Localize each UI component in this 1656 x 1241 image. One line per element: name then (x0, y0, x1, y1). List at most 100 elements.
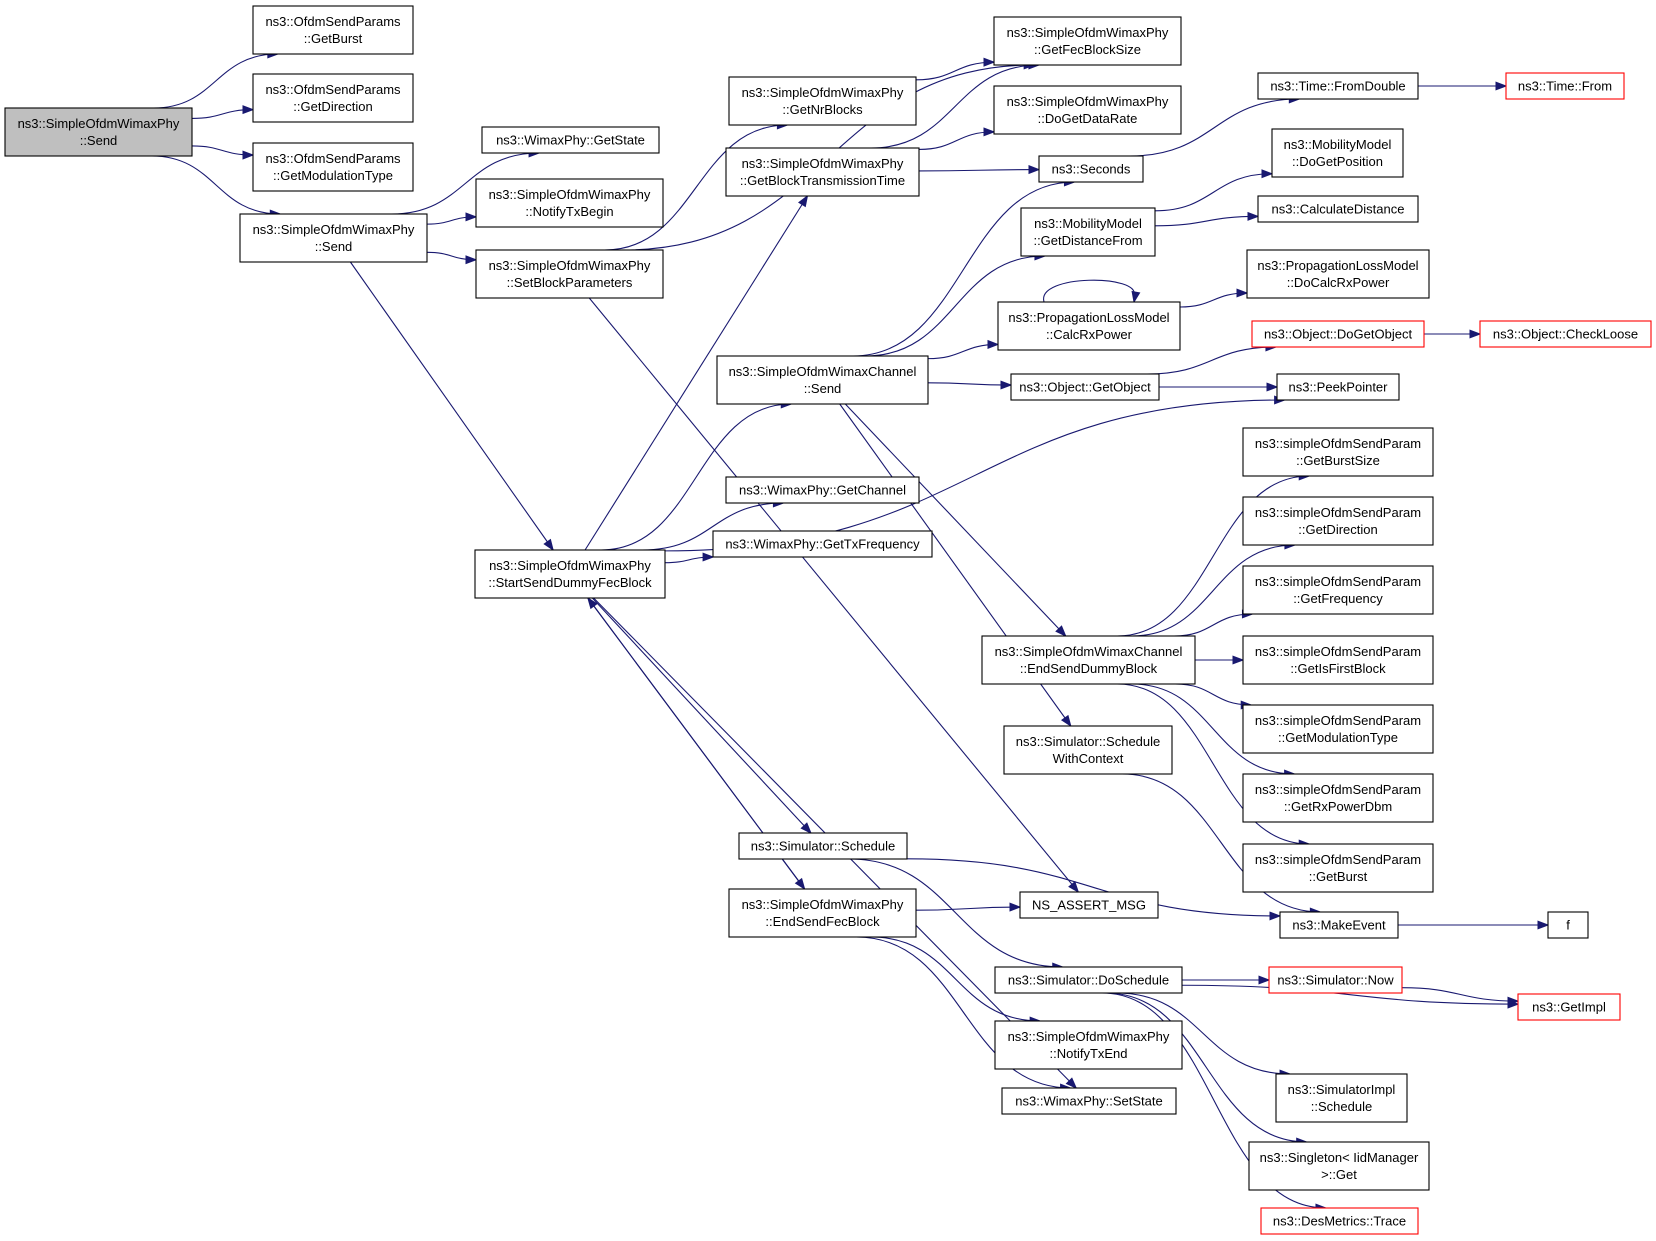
node-box (1242, 427, 1434, 477)
node-label: ns3::OfdmSendParams (265, 82, 401, 97)
arrowhead (1000, 380, 1013, 390)
node-box (481, 126, 660, 154)
node-label: ::NotifyTxBegin (525, 204, 613, 219)
edge-simSchedule-to-makeEvent (906, 858, 1282, 921)
node-sGetRxPowerDbm[interactable]: ns3::simpleOfdmSendParam::GetRxPowerDbm (1242, 773, 1434, 823)
node-getState[interactable]: ns3::WimaxPhy::GetState (481, 126, 660, 154)
node-label: ns3::Simulator::DoSchedule (1008, 973, 1169, 988)
node-notifyTxEnd[interactable]: ns3::SimpleOfdmWimaxPhy::NotifyTxEnd (994, 1020, 1183, 1070)
node-label: ::StartSendDummyFecBlock (488, 575, 652, 590)
edge-send2-to-startSendDummy (349, 261, 554, 552)
node-box (4, 107, 193, 157)
node-notifyTxBegin[interactable]: ns3::SimpleOfdmWimaxPhy::NotifyTxBegin (475, 178, 664, 228)
node-box (1517, 993, 1621, 1021)
arrowhead (1469, 329, 1482, 339)
node-calcDistance[interactable]: ns3::CalculateDistance (1257, 195, 1419, 223)
node-startSendDummy[interactable]: ns3::SimpleOfdmWimaxPhy::StartSendDummyF… (474, 549, 666, 599)
node-getChannel[interactable]: ns3::WimaxPhy::GetChannel (725, 476, 920, 504)
node-label: ::GetDirection (1298, 522, 1377, 537)
node-doGetObject[interactable]: ns3::Object::DoGetObject (1251, 320, 1425, 348)
node-label: f (1566, 918, 1570, 933)
node-label: ns3::Seconds (1052, 162, 1131, 177)
node-doCalcRxPower[interactable]: ns3::PropagationLossModel::DoCalcRxPower (1246, 249, 1430, 299)
node-simSchedule[interactable]: ns3::Simulator::Schedule (738, 832, 908, 860)
node-sGetBurst[interactable]: ns3::simpleOfdmSendParam::GetBurst (1242, 843, 1434, 893)
node-box (1242, 704, 1434, 754)
node-box (994, 966, 1183, 994)
node-chanSend[interactable]: ns3::SimpleOfdmWimaxChannel::Send (716, 355, 929, 405)
node-setBlockParams[interactable]: ns3::SimpleOfdmWimaxPhy::SetBlockParamet… (475, 249, 664, 299)
node-label: ns3::GetImpl (1532, 1000, 1606, 1015)
node-box (712, 530, 933, 558)
node-desTrace[interactable]: ns3::DesMetrics::Trace (1260, 1207, 1419, 1235)
node-simImplSchedule[interactable]: ns3::SimulatorImpl::Schedule (1275, 1073, 1408, 1123)
node-fromDouble[interactable]: ns3::Time::FromDouble (1257, 72, 1419, 100)
arrowhead (1495, 81, 1508, 91)
node-calcRxPower[interactable]: ns3::PropagationLossModel::CalcRxPower (997, 301, 1181, 351)
node-label: ::GetModulationType (273, 168, 393, 183)
node-getDirO[interactable]: ns3::OfdmSendParams::GetDirection (252, 73, 414, 123)
node-label: ::EndSendFecBlock (765, 914, 880, 929)
call-edges (151, 49, 1550, 1213)
node-endSendFec[interactable]: ns3::SimpleOfdmWimaxPhy::EndSendFecBlock (728, 888, 917, 938)
node-label: ns3::WimaxPhy::GetTxFrequency (725, 537, 920, 552)
node-getImpl[interactable]: ns3::GetImpl (1517, 993, 1621, 1021)
node-endSendDummyBlock[interactable]: ns3::SimpleOfdmWimaxChannel::EndSendDumm… (981, 635, 1196, 685)
node-send2[interactable]: ns3::SimpleOfdmWimaxPhy::Send (239, 213, 428, 263)
node-sGetIsFirstBlock[interactable]: ns3::simpleOfdmSendParam::GetIsFirstBloc… (1242, 635, 1434, 685)
node-doGetPosition[interactable]: ns3::MobilityModel::DoGetPosition (1271, 128, 1404, 178)
node-getDistanceFrom[interactable]: ns3::MobilityModel::GetDistanceFrom (1020, 207, 1156, 257)
node-doSchedule[interactable]: ns3::Simulator::DoSchedule (994, 966, 1183, 994)
node-simNow[interactable]: ns3::Simulator::Now (1268, 966, 1403, 994)
node-getModO[interactable]: ns3::OfdmSendParams::GetModulationType (252, 142, 414, 192)
node-box (1248, 1141, 1430, 1191)
node-peekPointer[interactable]: ns3::PeekPointer (1276, 373, 1400, 401)
node-checkLoose[interactable]: ns3::Object::CheckLoose (1479, 320, 1652, 348)
node-setState[interactable]: ns3::WimaxPhy::SetState (1001, 1087, 1177, 1115)
node-seconds[interactable]: ns3::Seconds (1038, 155, 1144, 183)
node-label: ns3::SimpleOfdmWimaxPhy (489, 187, 651, 202)
node-sGetModType[interactable]: ns3::simpleOfdmSendParam::GetModulationT… (1242, 704, 1434, 754)
node-sGetDirection[interactable]: ns3::simpleOfdmSendParam::GetDirection (1242, 496, 1434, 546)
node-sGetFrequency[interactable]: ns3::simpleOfdmSendParam::GetFrequency (1242, 565, 1434, 615)
node-label: ns3::SimpleOfdmWimaxPhy (1007, 94, 1169, 109)
edge-send2-to-notifyTxBegin (426, 212, 478, 225)
node-label: ns3::SimpleOfdmWimaxPhy (489, 558, 651, 573)
node-nsAssert[interactable]: NS_ASSERT_MSG (1019, 891, 1159, 919)
node-timeFrom[interactable]: ns3::Time::From (1505, 72, 1625, 100)
node-getFecBlockSize[interactable]: ns3::SimpleOfdmWimaxPhy::GetFecBlockSize (993, 16, 1182, 66)
arrowhead (1068, 881, 1080, 894)
node-label: ns3::OfdmSendParams (265, 151, 401, 166)
node-doGetDataRate[interactable]: ns3::SimpleOfdmWimaxPhy::DoGetDataRate (993, 85, 1182, 135)
node-box (1242, 496, 1434, 546)
node-label: ns3::Simulator::Schedule (751, 839, 896, 854)
node-box (252, 142, 414, 192)
node-box (993, 85, 1182, 135)
node-label: >::Get (1321, 1167, 1357, 1182)
node-label: ::GetNrBlocks (782, 102, 863, 117)
node-box (1547, 911, 1589, 939)
node-getObject[interactable]: ns3::Object::GetObject (1010, 373, 1160, 401)
node-getBurstO[interactable]: ns3::OfdmSendParams::GetBurst (252, 5, 414, 55)
node-label: ::GetFecBlockSize (1034, 42, 1141, 57)
node-box (1276, 373, 1400, 401)
edge-simNow-to-getImpl (1401, 987, 1520, 1006)
arrowhead (465, 212, 478, 222)
node-box (239, 213, 428, 263)
node-getNrBlocks[interactable]: ns3::SimpleOfdmWimaxPhy::GetNrBlocks (728, 76, 917, 126)
arrowhead (1232, 655, 1245, 665)
node-getTxFreq[interactable]: ns3::WimaxPhy::GetTxFrequency (712, 530, 933, 558)
node-label: ns3::SimpleOfdmWimaxPhy (489, 258, 651, 273)
node-label: ::GetBurst (304, 31, 363, 46)
edge-startSendDummy-to-getTxFreq (664, 552, 715, 564)
node-box (1242, 843, 1434, 893)
edge-fromDouble-to-timeFrom (1418, 81, 1508, 91)
node-singletonGet[interactable]: ns3::Singleton< IidManager>::Get (1248, 1141, 1430, 1191)
node-root[interactable]: ns3::SimpleOfdmWimaxPhy::Send (4, 107, 193, 157)
node-sGetBurstSize[interactable]: ns3::simpleOfdmSendParam::GetBurstSize (1242, 427, 1434, 477)
node-f[interactable]: f (1547, 911, 1589, 939)
node-getBlockTx[interactable]: ns3::SimpleOfdmWimaxPhy::GetBlockTransmi… (725, 147, 920, 197)
node-makeEvent[interactable]: ns3::MakeEvent (1279, 911, 1399, 939)
node-box (993, 16, 1182, 66)
